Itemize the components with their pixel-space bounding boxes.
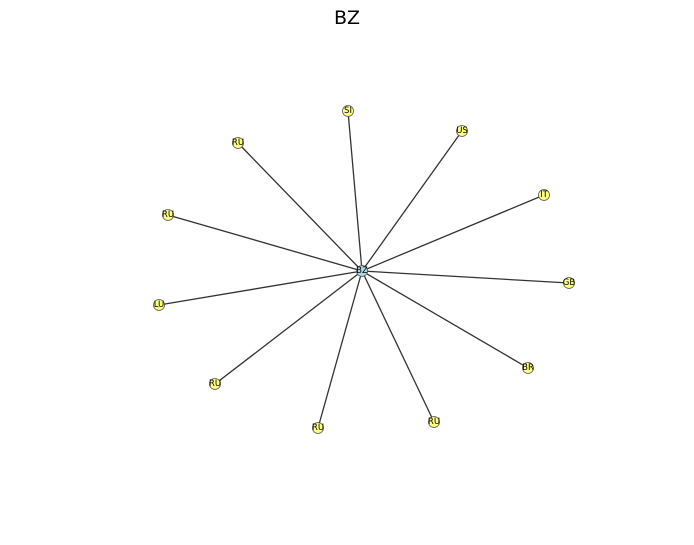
node-us-1-label: US [456,126,468,136]
node-center-bz: BZ [356,265,368,277]
node-ru-10-label: RU [232,138,244,148]
node-si-0: SI [342,105,354,117]
edge-bz-ru-6 [317,270,363,429]
graph-title: BZ [333,7,361,29]
node-ru-7-marker [209,378,221,390]
node-ru-9: RU [162,209,174,221]
edge-bz-us-1 [361,130,463,272]
node-gb-3: GB [563,277,576,289]
edge-bz-gb-3 [361,270,570,284]
node-ru-6-marker [312,422,324,434]
edge-bz-ru-5 [361,270,435,423]
node-br-4-marker [522,362,534,374]
edge-bz-ru-10 [237,142,363,272]
node-us-1-marker [456,125,468,137]
node-br-4: BR [522,362,534,374]
edge-bz-br-4 [361,270,529,369]
node-us-1: US [456,125,468,137]
node-ru-6-label: RU [312,423,324,433]
node-ru-10: RU [232,137,244,149]
nodes-layer: SI US IT GB BR RU RU RU LU RU RU BZ [153,105,576,434]
node-ru-7-label: RU [209,379,221,389]
node-br-4-label: BR [522,363,534,373]
node-ru-9-label: RU [162,210,174,220]
edge-bz-ru-9 [167,214,363,272]
node-lu-8: LU [153,299,165,311]
edge-bz-si-0 [347,110,363,272]
node-center-bz-label: BZ [356,266,368,276]
node-it-2-label: IT [540,190,549,200]
node-gb-3-label: GB [563,278,576,288]
node-ru-7: RU [209,378,221,390]
node-ru-9-marker [162,209,174,221]
node-gb-3-marker [563,277,575,289]
node-si-0-label: SI [344,106,352,116]
edge-bz-ru-7 [214,270,363,385]
node-ru-5-label: RU [428,417,440,427]
node-ru-5-marker [428,416,440,428]
edge-bz-it-2 [361,194,545,272]
node-ru-6: RU [312,422,324,434]
node-ru-10-marker [232,137,244,149]
edge-bz-lu-8 [158,270,363,306]
node-si-0-marker [342,105,354,117]
edges-layer [158,110,570,429]
node-lu-8-label: LU [154,300,165,310]
node-it-2: IT [538,189,550,201]
node-lu-8-marker [153,299,165,311]
node-it-2-marker [538,189,550,201]
node-ru-5: RU [428,416,440,428]
node-center-bz-marker [356,265,368,277]
